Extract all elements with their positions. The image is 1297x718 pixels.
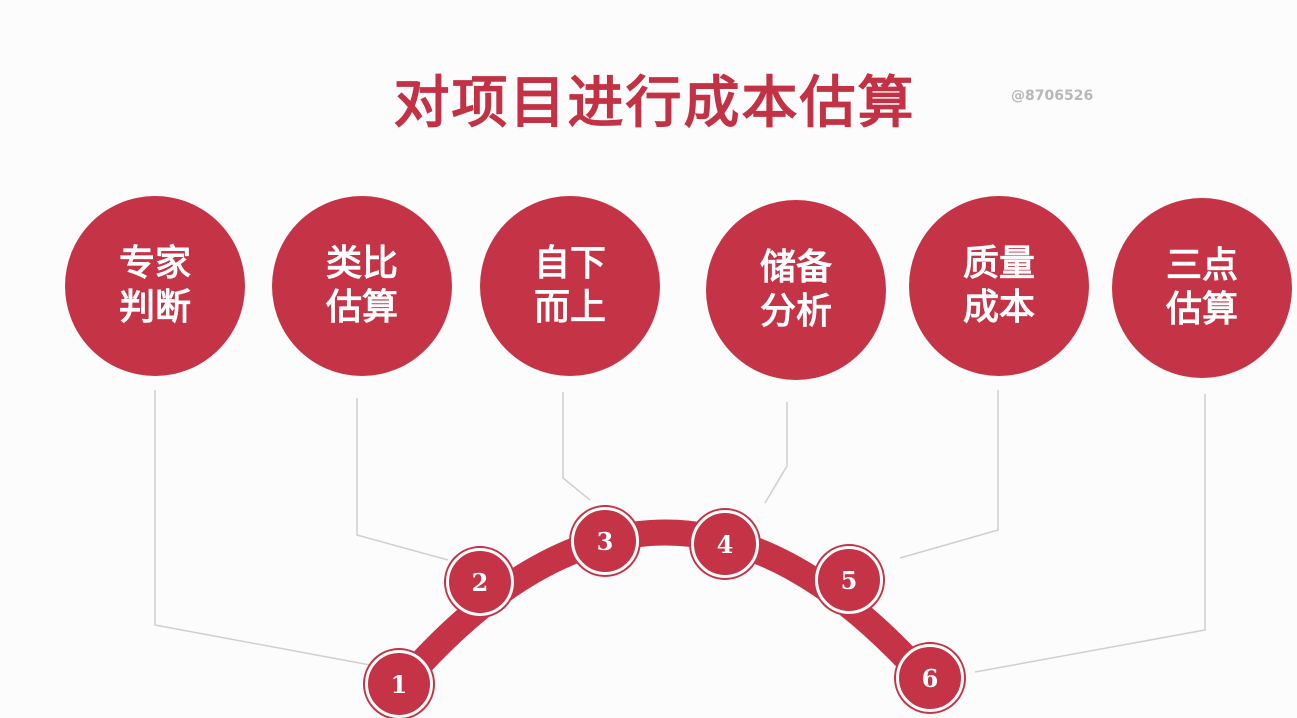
method-label: 类比估算 xyxy=(325,243,398,328)
method-analogous-estimating: 类比估算 xyxy=(272,196,452,376)
method-label: 储备分析 xyxy=(759,247,832,332)
method-cost-of-quality: 质量成本 xyxy=(909,196,1089,376)
watermark: @8706526 xyxy=(1011,88,1094,104)
method-label: 三点估算 xyxy=(1165,245,1238,330)
method-expert-judgment: 专家判断 xyxy=(65,196,245,376)
step-number: 3 xyxy=(571,507,639,575)
method-three-point: 三点估算 xyxy=(1112,198,1292,378)
step-number: 6 xyxy=(896,644,964,712)
method-bottom-up: 自下而上 xyxy=(480,196,660,376)
method-reserve-analysis: 储备分析 xyxy=(706,200,886,380)
connector-5 xyxy=(899,390,999,559)
method-label: 质量成本 xyxy=(962,243,1035,328)
method-label: 专家判断 xyxy=(118,243,191,328)
method-label: 自下而上 xyxy=(533,243,606,328)
connector-2 xyxy=(356,398,449,561)
step-number: 2 xyxy=(446,548,514,616)
step-number: 1 xyxy=(365,650,433,718)
page-title: 对项目进行成本估算 xyxy=(393,71,916,136)
connector-1 xyxy=(154,390,371,666)
connector-6 xyxy=(974,394,1206,673)
step-number: 4 xyxy=(691,510,759,578)
connector-4 xyxy=(764,402,788,504)
step-number: 5 xyxy=(815,546,883,614)
connector-3 xyxy=(562,392,591,501)
